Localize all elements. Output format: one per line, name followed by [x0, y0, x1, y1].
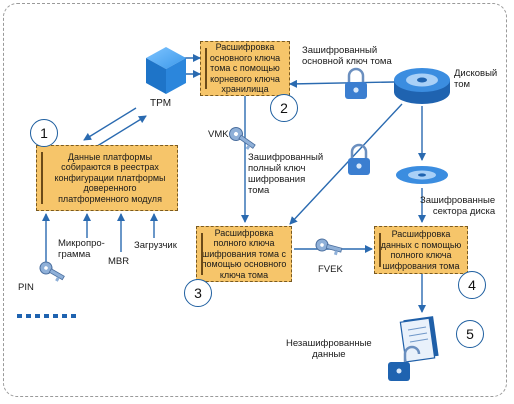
- arrow-tpm-to-platform: [83, 107, 137, 141]
- box-decrypt-data: Расшифровка данных с помощью полного клю…: [374, 226, 468, 274]
- decrypted-document-icon: [388, 316, 439, 381]
- arrow-platform-to-tpm: [93, 115, 147, 149]
- disk-volume-label: Дисковый том: [454, 68, 498, 90]
- encrypted-full-key-label: Зашифрованный полный ключ шифрования том…: [248, 152, 324, 196]
- arrow-disk-to-fullkey: [289, 103, 403, 225]
- firmware-label: Микропро- грамма: [58, 238, 105, 260]
- key-icon-pin: [39, 261, 65, 282]
- decrypted-data-label: Незашифрованные данные: [286, 338, 372, 360]
- mbr-label: MBR: [108, 256, 130, 267]
- step-number-1: 1: [30, 119, 58, 147]
- key-icon-fvek: [315, 238, 343, 256]
- pin-label: PIN: [18, 282, 34, 293]
- box-platform-data: Данные платформы собираются в реестрах к…: [36, 145, 178, 211]
- tpm-cube-icon: [146, 47, 186, 94]
- step-number-3: 3: [184, 279, 212, 307]
- vmk-label: VMK: [208, 129, 229, 140]
- tpm-label: TPM: [150, 98, 172, 109]
- pin-keypad-dots-icon: [17, 314, 76, 318]
- diagram-frame: [3, 3, 507, 397]
- step-number-5: 5: [456, 320, 484, 348]
- key-icon-vmk: [229, 127, 256, 150]
- loader-label: Загрузчик: [134, 240, 177, 251]
- box-decrypt-master-key: Расшифровка основного ключа тома с помощ…: [200, 41, 290, 96]
- arrow-disk-to-rootkey: [289, 79, 395, 88]
- lock-icon-full-key: [348, 143, 370, 175]
- encrypted-master-key-label: Зашифрованный основной ключ тома: [302, 45, 392, 67]
- step-number-4: 4: [458, 271, 486, 299]
- encrypted-sectors-disc-icon: [396, 166, 448, 184]
- encrypted-sectors-label: Зашифрованные сектора диска: [420, 195, 496, 217]
- box-decrypt-full-key: Расшифровка полного ключа шифрования том…: [196, 226, 292, 282]
- fvek-label: FVEK: [318, 264, 343, 275]
- step-number-2: 2: [270, 94, 298, 122]
- disk-volume-icon: [394, 68, 450, 104]
- lock-icon-master-key: [345, 67, 367, 99]
